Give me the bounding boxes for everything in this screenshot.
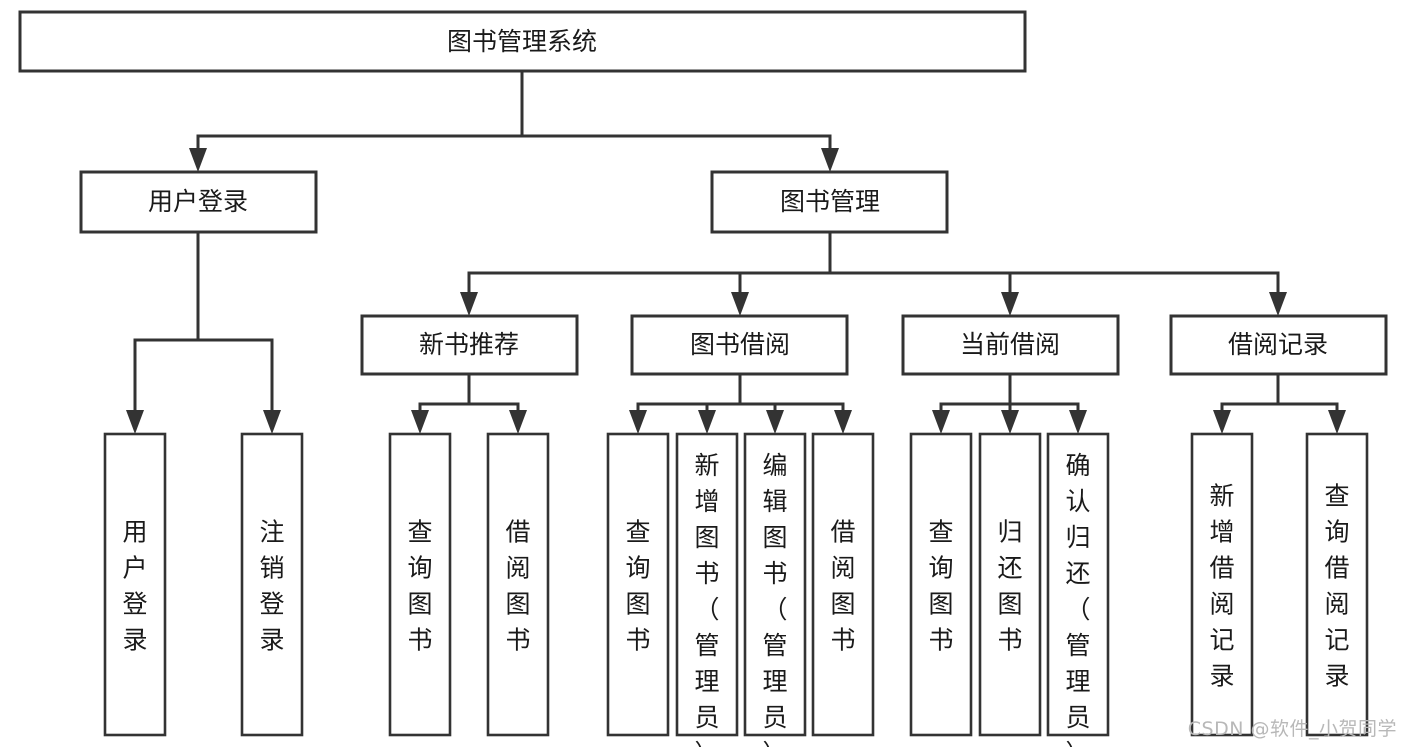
node-leaf-rec-query2[interactable] — [1305, 432, 1369, 737]
node-borrow-record[interactable]: 借阅记录 — [1169, 314, 1388, 376]
node-leaf-borrow-query-box[interactable] — [606, 432, 670, 737]
node-leaf-rec-query2-box[interactable] — [1305, 432, 1369, 737]
node-book-borrow-box[interactable] — [630, 314, 849, 376]
node-root[interactable]: 图书管理系统 — [18, 10, 1027, 73]
node-leaf-borrow-add-label: 新增图书（管理员） — [694, 451, 719, 747]
leaf-vertical-labels: 用户登录 注销登录 查询图书 借阅图书 查询图书 新增图书（管理员） 编辑图书（… — [122, 451, 1349, 747]
node-leaf-borrow-add-box[interactable] — [675, 432, 739, 737]
node-leaf-cur-query-label: 查询图书 — [928, 518, 953, 655]
node-leaf-borrow-lend-box[interactable] — [811, 432, 875, 737]
arrow-cb-to-leaf2 — [1001, 410, 1019, 434]
node-book-borrow-label: 图书借阅 — [690, 330, 790, 359]
connector-group-bookborrow — [629, 372, 852, 434]
node-leaf-borrow-query-label: 查询图书 — [625, 518, 650, 655]
node-leaf-borrow-add[interactable] — [675, 432, 739, 737]
node-leaf-rec-query-box[interactable] — [388, 432, 452, 737]
node-leaf-user-logout-box[interactable] — [240, 432, 304, 737]
node-leaf-borrow-edit[interactable] — [743, 432, 807, 737]
connector-group-borrowrecord — [1213, 372, 1346, 434]
arrow-cb-to-leaf3 — [1069, 410, 1087, 434]
node-leaf-user-login-label: 用户登录 — [122, 518, 147, 655]
arrow-bm-to-newbook — [460, 292, 478, 316]
node-borrow-record-box[interactable] — [1169, 314, 1388, 376]
node-user-login[interactable]: 用户登录 — [79, 170, 318, 234]
arrow-bm-to-currentborrow — [1001, 292, 1019, 316]
node-leaf-rec-borrow[interactable] — [486, 432, 550, 737]
arrow-bb-to-leaf1 — [629, 410, 647, 434]
arrow-bm-to-borrowrecord — [1269, 292, 1287, 316]
node-leaf-rec-query2-label: 查询借阅记录 — [1324, 482, 1349, 691]
node-new-book-rec-box[interactable] — [360, 314, 579, 376]
node-user-login-box[interactable] — [79, 170, 318, 234]
node-current-borrow-label: 当前借阅 — [960, 330, 1060, 359]
node-leaf-cur-confirm-label: 确认归还（管理员） — [1065, 451, 1090, 747]
arrow-ul-to-leaf1 — [126, 410, 144, 434]
arrow-bb-to-leaf3 — [766, 410, 784, 434]
node-book-manage-box[interactable] — [710, 170, 949, 234]
connector-group-userlogin — [126, 230, 281, 434]
node-leaf-borrow-edit-box[interactable] — [743, 432, 807, 737]
node-new-book-rec[interactable]: 新书推荐 — [360, 314, 579, 376]
node-book-manage-label: 图书管理 — [780, 187, 880, 216]
node-leaf-borrow-lend[interactable] — [811, 432, 875, 737]
node-leaf-borrow-edit-label: 编辑图书（管理员） — [762, 451, 787, 747]
connector-group-newbookrec — [411, 372, 527, 434]
node-book-manage[interactable]: 图书管理 — [710, 170, 949, 234]
arrow-cb-to-leaf1 — [932, 410, 950, 434]
node-leaf-user-logout[interactable] — [240, 432, 304, 737]
node-new-book-rec-label: 新书推荐 — [419, 330, 519, 359]
arrow-ul-to-leaf2 — [263, 410, 281, 434]
arrow-root-to-userlogin — [189, 148, 207, 172]
node-book-borrow[interactable]: 图书借阅 — [630, 314, 849, 376]
node-leaf-cur-return[interactable] — [978, 432, 1042, 737]
node-leaf-rec-add-box[interactable] — [1190, 432, 1254, 737]
node-leaf-cur-query-box[interactable] — [909, 432, 973, 737]
node-leaf-rec-query-label: 查询图书 — [407, 518, 432, 655]
node-leaf-borrow-query[interactable] — [606, 432, 670, 737]
node-leaf-rec-borrow-label: 借阅图书 — [505, 518, 530, 655]
node-leaf-cur-return-label: 归还图书 — [997, 518, 1022, 655]
arrow-bb-to-leaf2 — [698, 410, 716, 434]
arrow-root-to-bookmanage — [821, 148, 839, 172]
node-leaf-rec-borrow-box[interactable] — [486, 432, 550, 737]
arrow-nb-to-leaf2 — [509, 410, 527, 434]
arrow-br-to-leaf1 — [1213, 410, 1231, 434]
node-leaf-user-login-box[interactable] — [103, 432, 167, 737]
node-root-label: 图书管理系统 — [447, 27, 597, 56]
arrow-br-to-leaf2 — [1328, 410, 1346, 434]
node-current-borrow-box[interactable] — [901, 314, 1120, 376]
arrow-bb-to-leaf4 — [834, 410, 852, 434]
node-leaf-user-login[interactable] — [103, 432, 167, 737]
node-leaf-rec-add-label: 新增借阅记录 — [1209, 482, 1234, 691]
node-leaf-cur-return-box[interactable] — [978, 432, 1042, 737]
connector-group-root — [189, 69, 839, 172]
connector-group-bookmanage — [460, 230, 1287, 316]
node-leaf-rec-add[interactable] — [1190, 432, 1254, 737]
node-leaf-cur-confirm-box[interactable] — [1046, 432, 1110, 737]
node-leaf-user-logout-label: 注销登录 — [259, 518, 284, 655]
node-root-box[interactable] — [18, 10, 1027, 73]
node-borrow-record-label: 借阅记录 — [1228, 330, 1328, 359]
node-leaf-borrow-lend-label: 借阅图书 — [830, 518, 855, 655]
node-user-login-label: 用户登录 — [148, 187, 248, 216]
node-leaf-cur-confirm[interactable] — [1046, 432, 1110, 737]
connector-group-currentborrow — [932, 372, 1087, 434]
arrow-nb-to-leaf1 — [411, 410, 429, 434]
node-leaf-cur-query[interactable] — [909, 432, 973, 737]
node-leaf-rec-query[interactable] — [388, 432, 452, 737]
arrow-bm-to-bookborrow — [731, 292, 749, 316]
node-current-borrow[interactable]: 当前借阅 — [901, 314, 1120, 376]
